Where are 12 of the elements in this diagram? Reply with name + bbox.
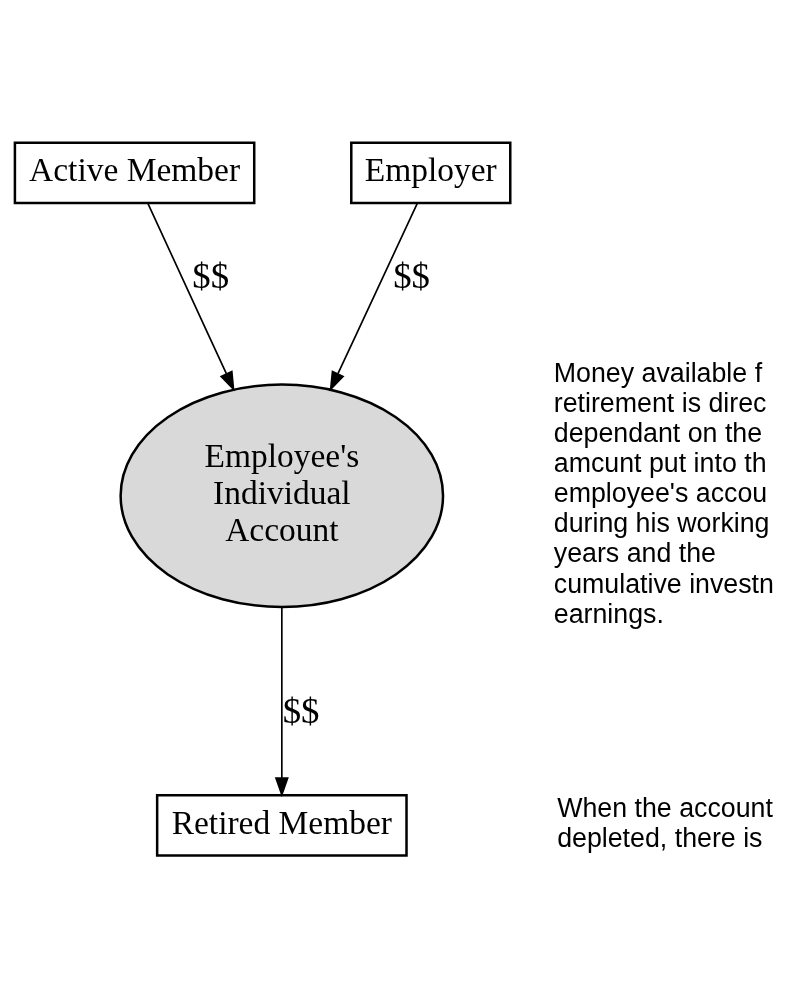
- node-box: Employer: [350, 141, 512, 205]
- node-box: Active Member: [13, 141, 256, 205]
- edge-label: $$: [393, 254, 430, 296]
- arrow: [147, 202, 235, 392]
- label: Money available f retirement is direc dependant on the amcunt put into th employee's accou during his working years and the cumulative investn earnings.: [553, 357, 774, 629]
- arrow: [329, 202, 419, 392]
- label: When the account depleted, there is: [557, 792, 773, 853]
- edge-label: $$: [192, 254, 230, 296]
- arrow: [274, 606, 289, 798]
- node-box: Retired Member: [155, 794, 408, 857]
- node-ellipse: Employee's Individual Account: [119, 383, 445, 609]
- edge-label: $$: [282, 689, 320, 731]
